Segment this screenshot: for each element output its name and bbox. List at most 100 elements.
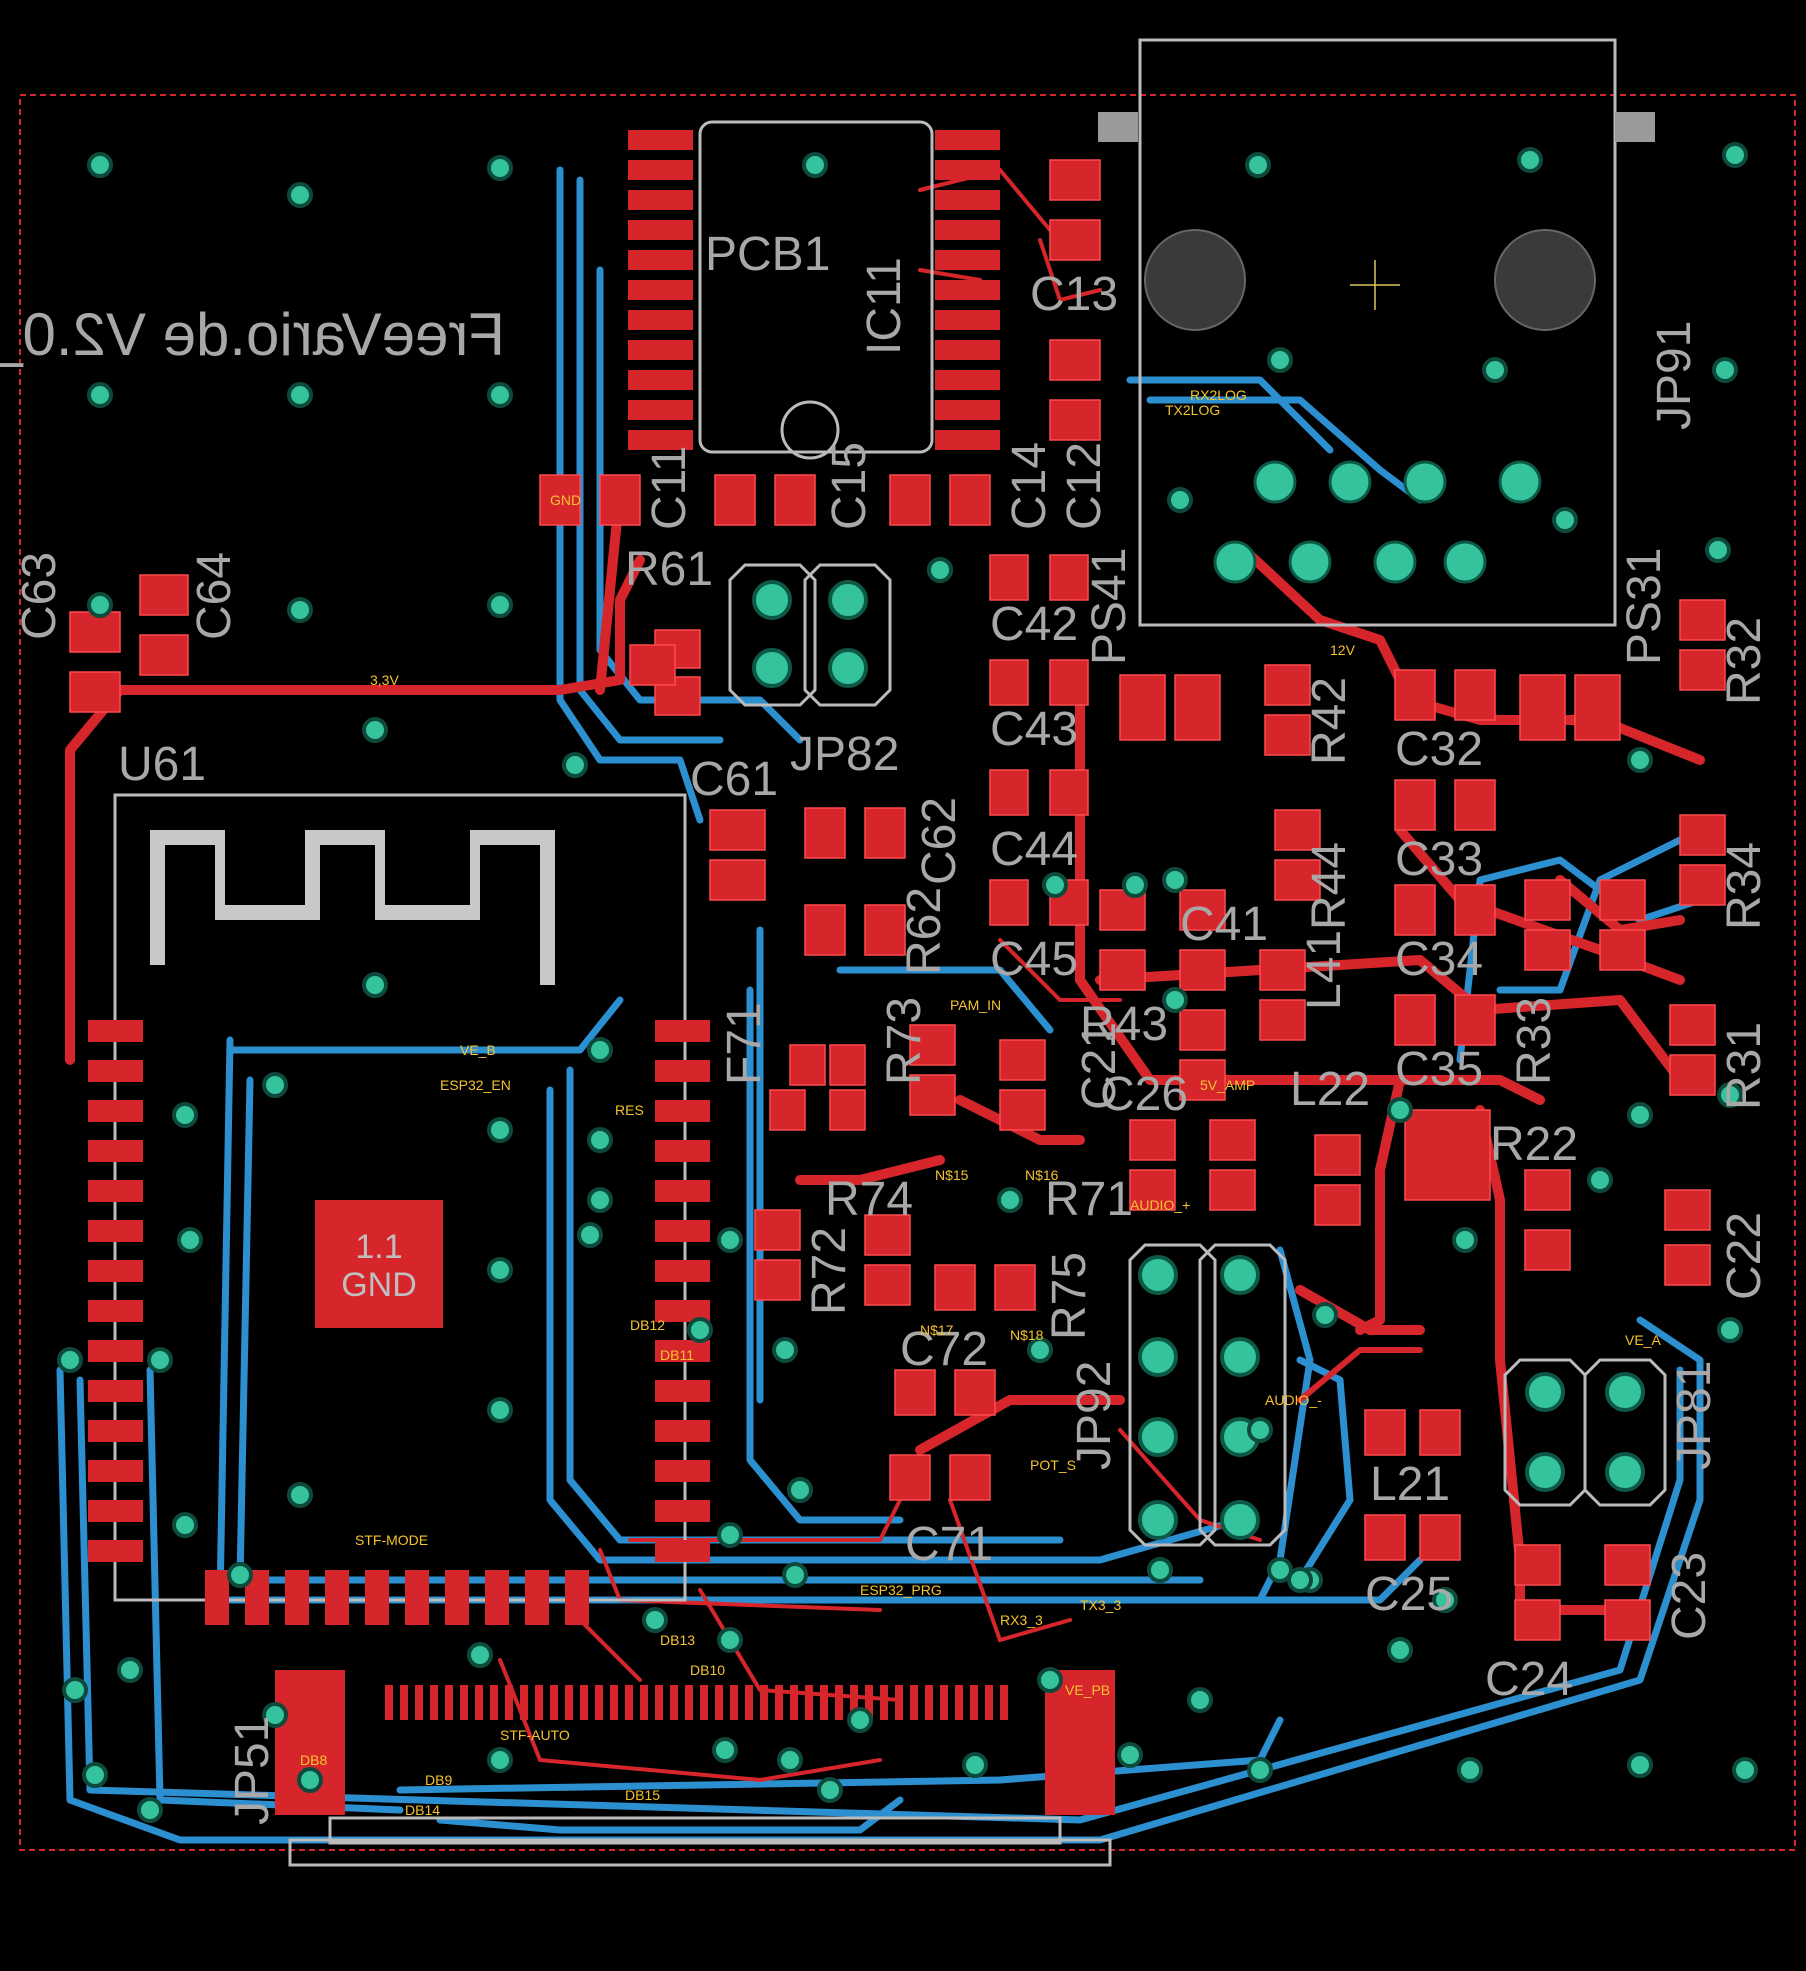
designator-r44: R44 [1303,842,1356,930]
u61-gnd-pad-label: GND [341,1266,417,1304]
jp91-connector [1098,38,1655,627]
designator-c25: C25 [1365,1568,1453,1621]
net-label-n17: N$17 [920,1322,954,1338]
pin-headers [728,563,1667,1547]
net-labels: 3,3V 12V 5V_AMP GND ESP32_EN ESP32_PRG T… [300,387,1661,1818]
net-label-rx3-3: RX3_3 [1000,1612,1043,1628]
u61-esp32-module: 1.1 GND [88,793,710,1625]
net-label-db14: DB14 [405,1802,440,1818]
designator-r22: R22 [1490,1118,1578,1171]
designator-c42: C42 [990,598,1078,651]
designator-r42: R42 [1303,677,1356,765]
net-label-stf-auto: STF-AUTO [500,1727,570,1743]
net-label-audio-minus: AUDIO_- [1265,1392,1322,1408]
net-label-db9: DB9 [425,1772,452,1788]
designator-jp91: JP91 [1648,321,1701,430]
designator-jp51: JP51 [226,1716,279,1825]
net-label-n16: N$16 [1025,1167,1059,1183]
designator-l41: L41 [1298,930,1351,1010]
net-label-db15: DB15 [625,1787,660,1803]
designator-jp92: JP92 [1068,1361,1121,1470]
net-label-ve-b: VE_B [460,1042,496,1058]
u61-gnd-pad-number: 1.1 [355,1228,402,1266]
designator-c21: C21 [1073,1022,1126,1110]
net-label-tx3-3: TX3_3 [1080,1597,1121,1613]
designator-c63: C63 [13,552,66,640]
net-label-db12: DB12 [630,1317,665,1333]
designator-r75: R75 [1043,1252,1096,1340]
net-label-stf-mode: STF-MODE [355,1532,428,1548]
designator-r71: R71 [1045,1173,1133,1226]
net-label-rx2log: RX2LOG [1190,387,1247,403]
designator-c11: C11 [643,446,696,531]
net-label-esp32-prg: ESP32_PRG [860,1582,942,1598]
designator-l21: L21 [1370,1458,1450,1511]
designator-c34: C34 [1395,933,1483,986]
jp51-connector [275,1670,1115,1867]
designator-r31: R31 [1718,1022,1771,1110]
net-label-ve-pb: VE_PB [1065,1682,1110,1698]
designator-c12: C12 [1058,442,1111,530]
designator-c43: C43 [990,703,1078,756]
net-label-ve-a: VE_A [1625,1332,1661,1348]
designator-r61: R61 [625,543,713,596]
net-label-pam-in: PAM_IN [950,997,1001,1013]
designator-c22: C22 [1718,1212,1771,1300]
net-label-n15: N$15 [935,1167,969,1183]
net-label-gnd: GND [550,492,581,508]
net-label-esp32-en: ESP32_EN [440,1077,511,1093]
designator-r43: R43 [1080,998,1168,1051]
designator-r34: R34 [1718,842,1771,930]
designator-c26: C26 [1100,1068,1188,1121]
designator-c35: C35 [1395,1043,1483,1096]
net-label-tx2log: TX2LOG [1165,402,1220,418]
net-label-db11: DB11 [660,1347,694,1363]
smd-components [69,159,1726,1641]
designator-c24: C24 [1485,1653,1573,1706]
designator-r72: R72 [803,1227,856,1315]
net-label-db8: DB8 [300,1752,327,1768]
net-label-n18: N$18 [1010,1327,1044,1343]
designator-u61: U61 [118,738,206,791]
board-title: FreeVario.de V2.0_2024 [0,301,505,368]
net-label-db13: DB13 [660,1632,695,1648]
u61-ground-pad [315,1200,443,1328]
designator-c23: C23 [1663,1552,1716,1640]
designator-c32: C32 [1395,723,1483,776]
net-label-audio-plus: AUDIO_+ [1130,1197,1190,1213]
designator-l22: L22 [1290,1063,1370,1116]
board-outline [19,94,1796,1851]
designator-c41: C41 [1180,898,1268,951]
designator-r33: R33 [1508,997,1561,1085]
designator-f71: F71 [718,1002,771,1085]
net-label-pot-s: POT_S [1030,1457,1076,1473]
designator-c15: C15 [823,442,876,530]
net-label-res: RES [615,1102,644,1118]
bottom-copper-traces [56,166,1724,1844]
designator-r73: R73 [878,997,931,1085]
designator-pcb1: PCB1 [705,228,830,281]
net-label-3v3: 3,3V [370,672,399,688]
designator-c33: C33 [1395,833,1483,886]
header-pins [752,580,1645,1540]
designator-r74: R74 [825,1173,913,1226]
designator-c13: C13 [1030,268,1118,321]
designator-c72: C72 [900,1323,988,1376]
designator-c44: C44 [990,823,1078,876]
designator-ps41: PS41 [1083,548,1136,665]
designator-c64: C64 [188,552,241,640]
designator-r62: R62 [898,887,951,975]
designator-ic11: IC11 [858,257,911,355]
net-label-db10: DB10 [690,1662,725,1678]
designator-ps31: PS31 [1618,548,1671,665]
antenna-trace [150,830,555,985]
designator-c62: C62 [913,797,966,885]
designator-jp81: JP81 [1668,1361,1721,1470]
designator-r32: R32 [1718,617,1771,705]
designator-jp82: JP82 [790,728,899,781]
designator-c45: C45 [990,933,1078,986]
designator-c14: C14 [1003,442,1056,530]
designator-c71: C71 [905,1518,993,1571]
net-label-12v: 12V [1330,642,1356,658]
